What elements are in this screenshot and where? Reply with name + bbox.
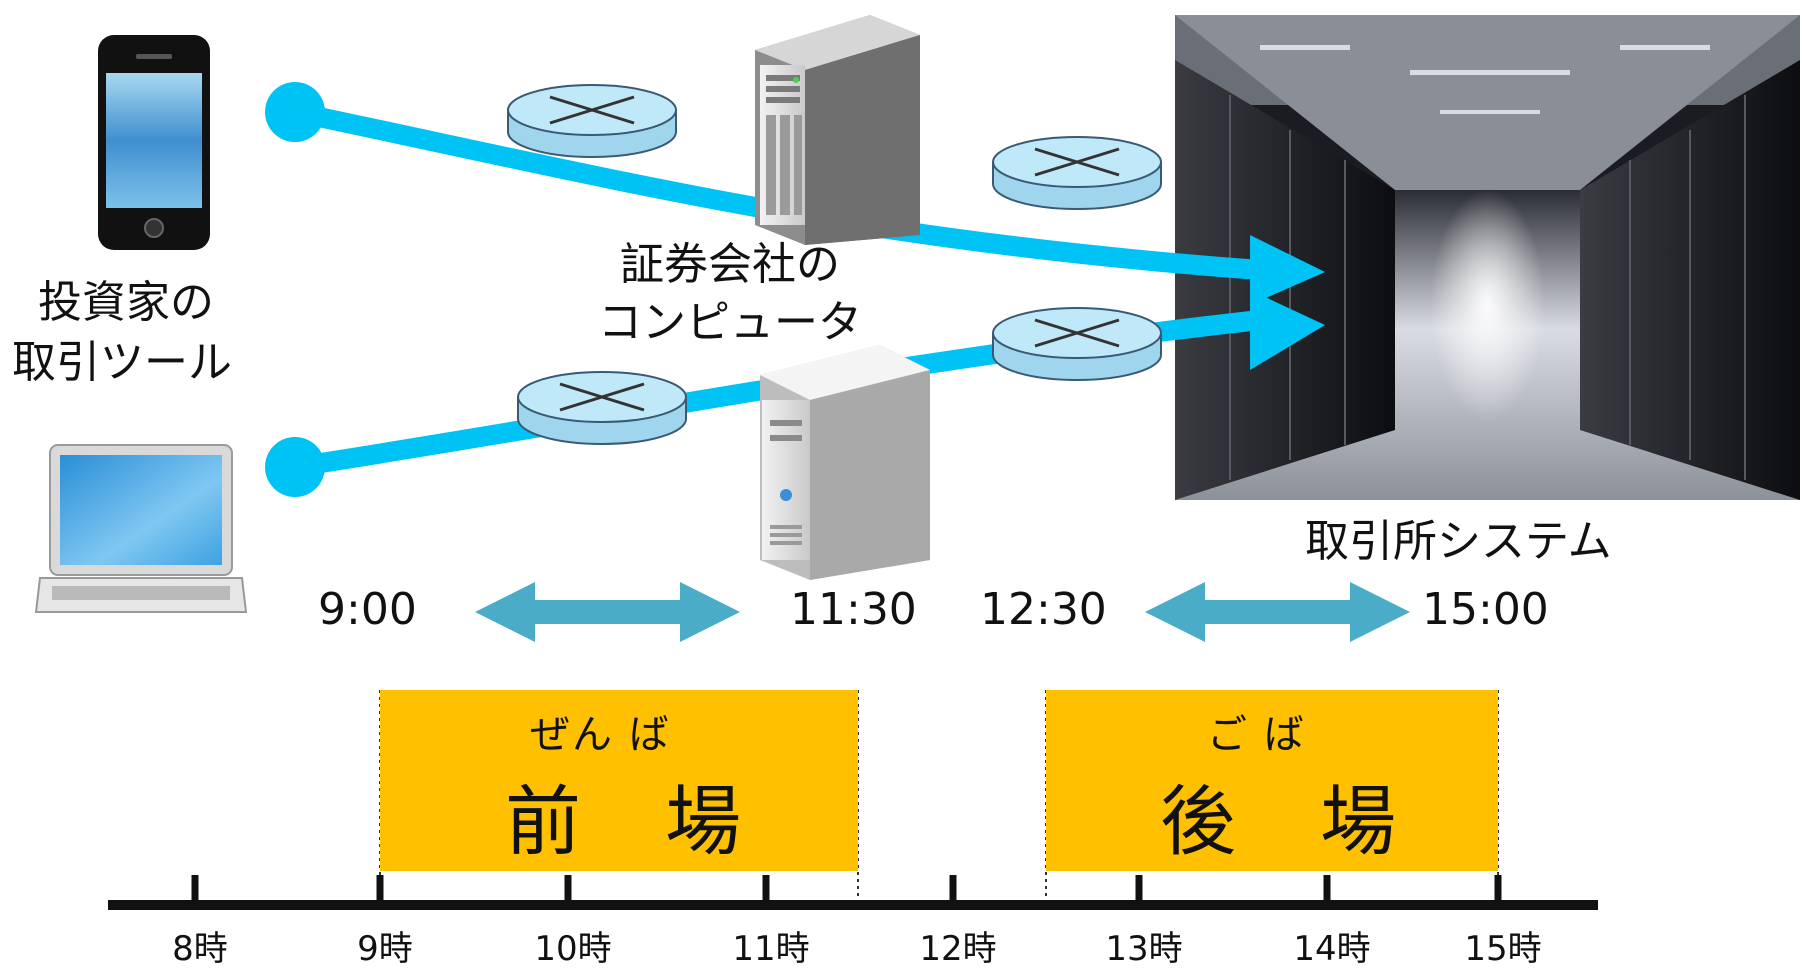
afternoon-range-arrow: [1145, 582, 1410, 642]
exchange-system-label: 取引所システム: [1305, 516, 1612, 567]
router-icon: [507, 84, 677, 158]
morning-range-arrow: [475, 582, 740, 642]
time-morning-close: 11:30: [790, 584, 917, 635]
smartphone-icon: [98, 35, 210, 250]
router-icon: [992, 136, 1162, 210]
server-desktop-icon: [760, 345, 930, 580]
timeline-axis: [108, 875, 1598, 910]
investor-tool-label-line2: 取引ツール: [12, 337, 232, 388]
afternoon-session-name: 後 場: [1160, 777, 1427, 866]
datacenter-image: [1175, 15, 1800, 500]
hour-label: 15時: [1464, 929, 1542, 969]
broker-computer-label-line1: 証券会社の: [620, 239, 840, 290]
hour-label: 14時: [1293, 929, 1371, 969]
morning-session-box: [380, 690, 858, 871]
morning-session-name: 前 場: [505, 777, 772, 866]
afternoon-session-box: [1046, 690, 1498, 871]
time-afternoon-open: 12:30: [980, 584, 1107, 635]
time-afternoon-close: 15:00: [1422, 584, 1549, 635]
hour-label: 13時: [1105, 929, 1183, 969]
router-icon: [517, 371, 687, 445]
afternoon-session-reading: ご ば: [1207, 712, 1306, 758]
phone-endpoint: [265, 82, 325, 142]
hour-label: 11時: [732, 929, 810, 969]
hour-label: 10時: [534, 929, 612, 969]
time-morning-open: 9:00: [318, 584, 417, 635]
laptop-endpoint: [265, 437, 325, 497]
broker-computer-label-line2: コンピュータ: [598, 297, 862, 348]
hour-label: 8時: [172, 929, 228, 969]
investor-tool-label-line1: 投資家の: [38, 277, 214, 328]
server-tower-icon: [755, 15, 920, 245]
router-icon: [992, 307, 1162, 381]
laptop-icon: [34, 444, 248, 613]
morning-session-reading: ぜん ば: [530, 712, 671, 758]
hour-label: 9時: [357, 929, 413, 969]
network-arrowheads: [1250, 235, 1325, 370]
hour-label: 12時: [919, 929, 997, 969]
